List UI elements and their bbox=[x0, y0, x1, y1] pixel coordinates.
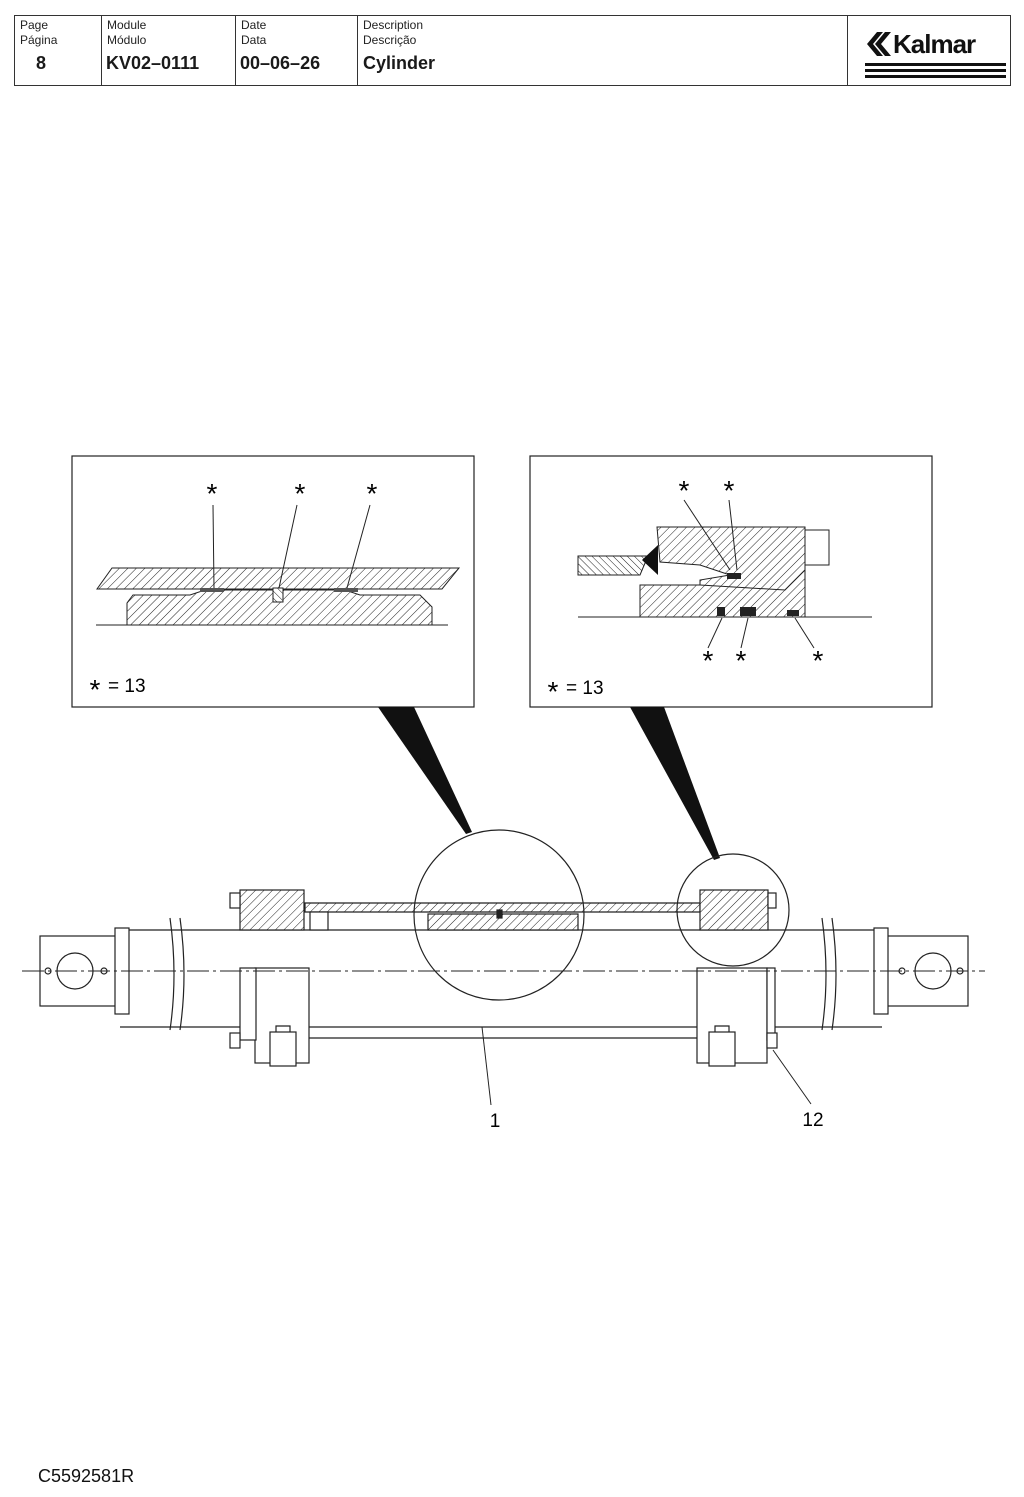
date-value: 00–06–26 bbox=[240, 53, 321, 73]
module-label-pt: Módulo bbox=[107, 33, 147, 47]
page-label-en: Page bbox=[20, 18, 49, 32]
cylinder-assembly bbox=[39, 829, 969, 1067]
date-cell: Date Data 00–06–26 bbox=[236, 16, 358, 85]
legend-text: = 13 bbox=[566, 678, 604, 699]
description-label-pt: Descrição bbox=[363, 33, 417, 47]
legend-marker: * bbox=[90, 674, 101, 705]
seal-marker: * bbox=[703, 645, 714, 676]
seal-marker: * bbox=[679, 475, 690, 506]
module-number: KV02–0111 bbox=[106, 53, 200, 73]
module-label-en: Module bbox=[107, 18, 147, 32]
seal-marker: * bbox=[295, 478, 306, 509]
module-cell: Module Módulo KV02–0111 bbox=[102, 16, 236, 85]
seal-marker: * bbox=[724, 475, 735, 506]
description-value: Cylinder bbox=[363, 53, 436, 73]
logo-text: Kalmar bbox=[893, 29, 976, 59]
seal-marker: * bbox=[813, 645, 824, 676]
detail-pointer bbox=[378, 707, 472, 834]
legend-marker: * bbox=[548, 676, 559, 707]
header-table: Page Página 8 Module Módulo KV02–0111 Da… bbox=[14, 15, 1011, 86]
seal-marker: * bbox=[736, 645, 747, 676]
seal-marker: * bbox=[207, 478, 218, 509]
date-label-en: Date bbox=[241, 18, 267, 32]
page-label-pt: Página bbox=[20, 33, 58, 47]
leader-line bbox=[772, 1049, 812, 1105]
description-cell: Description Descrição Cylinder bbox=[358, 16, 848, 85]
callout-12: 12 bbox=[802, 1110, 823, 1131]
legend-text: = 13 bbox=[108, 676, 146, 697]
detail-pointer bbox=[630, 707, 720, 860]
document-code: C5592581R bbox=[38, 1466, 135, 1486]
description-label-en: Description bbox=[363, 18, 424, 32]
date-label-pt: Data bbox=[241, 33, 267, 47]
detail-view-left: * * * * = 13 bbox=[71, 455, 475, 708]
seal-marker: * bbox=[367, 478, 378, 509]
detail-view-right: * * * * * * = 13 bbox=[529, 455, 933, 708]
page-number: 8 bbox=[36, 53, 47, 73]
page-cell: Page Página 8 bbox=[15, 16, 102, 85]
callout-1: 1 bbox=[490, 1111, 501, 1132]
kalmar-logo: Kalmar bbox=[863, 19, 1009, 83]
leader-line bbox=[481, 1026, 492, 1106]
